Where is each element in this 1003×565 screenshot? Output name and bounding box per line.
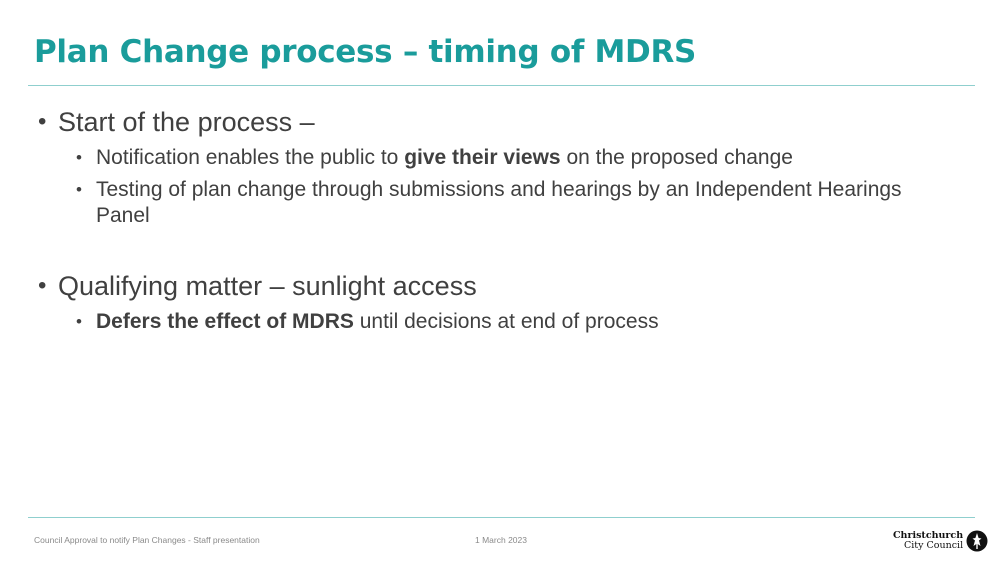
item-text-after: on the proposed change [560,146,793,169]
bullet-icon: • [38,108,47,135]
council-logo: Christchurch City Council [893,530,988,552]
item-text-after: until decisions at end of process [353,310,659,333]
section-heading: Start of the process – [58,107,315,137]
logo-text: Christchurch City Council [893,531,963,551]
slide-title: Plan Change process – timing of MDRS [34,34,697,70]
section-heading: Qualifying matter – sunlight access [58,271,477,301]
bullet-level2-testing: • Testing of plan change through submiss… [38,177,938,229]
bullet-icon: • [76,312,82,331]
slide-content: • Start of the process – • Notification … [38,105,938,335]
item-text-bold: Defers the effect of MDRS [96,310,354,333]
bullet-level1-start-of-process: • Start of the process – [38,105,938,139]
bullet-icon: • [76,148,82,167]
logo-line1: Christchurch [893,530,964,541]
bullet-level2-defers: • Defers the effect of MDRS until decisi… [38,309,938,335]
bullet-level1-qualifying-matter: • Qualifying matter – sunlight access [38,269,938,303]
item-text-before: Testing of plan change through submissio… [96,178,902,227]
bullet-icon: • [76,180,82,199]
item-text-before: Notification enables the public to [96,146,405,169]
item-text-bold: give their views [404,146,561,169]
christchurch-city-council-logo-icon [966,530,988,552]
logo-line2: City Council [903,540,964,551]
footer-date: 1 March 2023 [475,535,527,545]
title-divider [28,85,975,86]
bullet-level2-notification: • Notification enables the public to giv… [38,145,938,171]
footer-divider [28,517,975,518]
bullet-icon: • [38,272,47,299]
footer-presentation-title: Council Approval to notify Plan Changes … [34,535,260,545]
